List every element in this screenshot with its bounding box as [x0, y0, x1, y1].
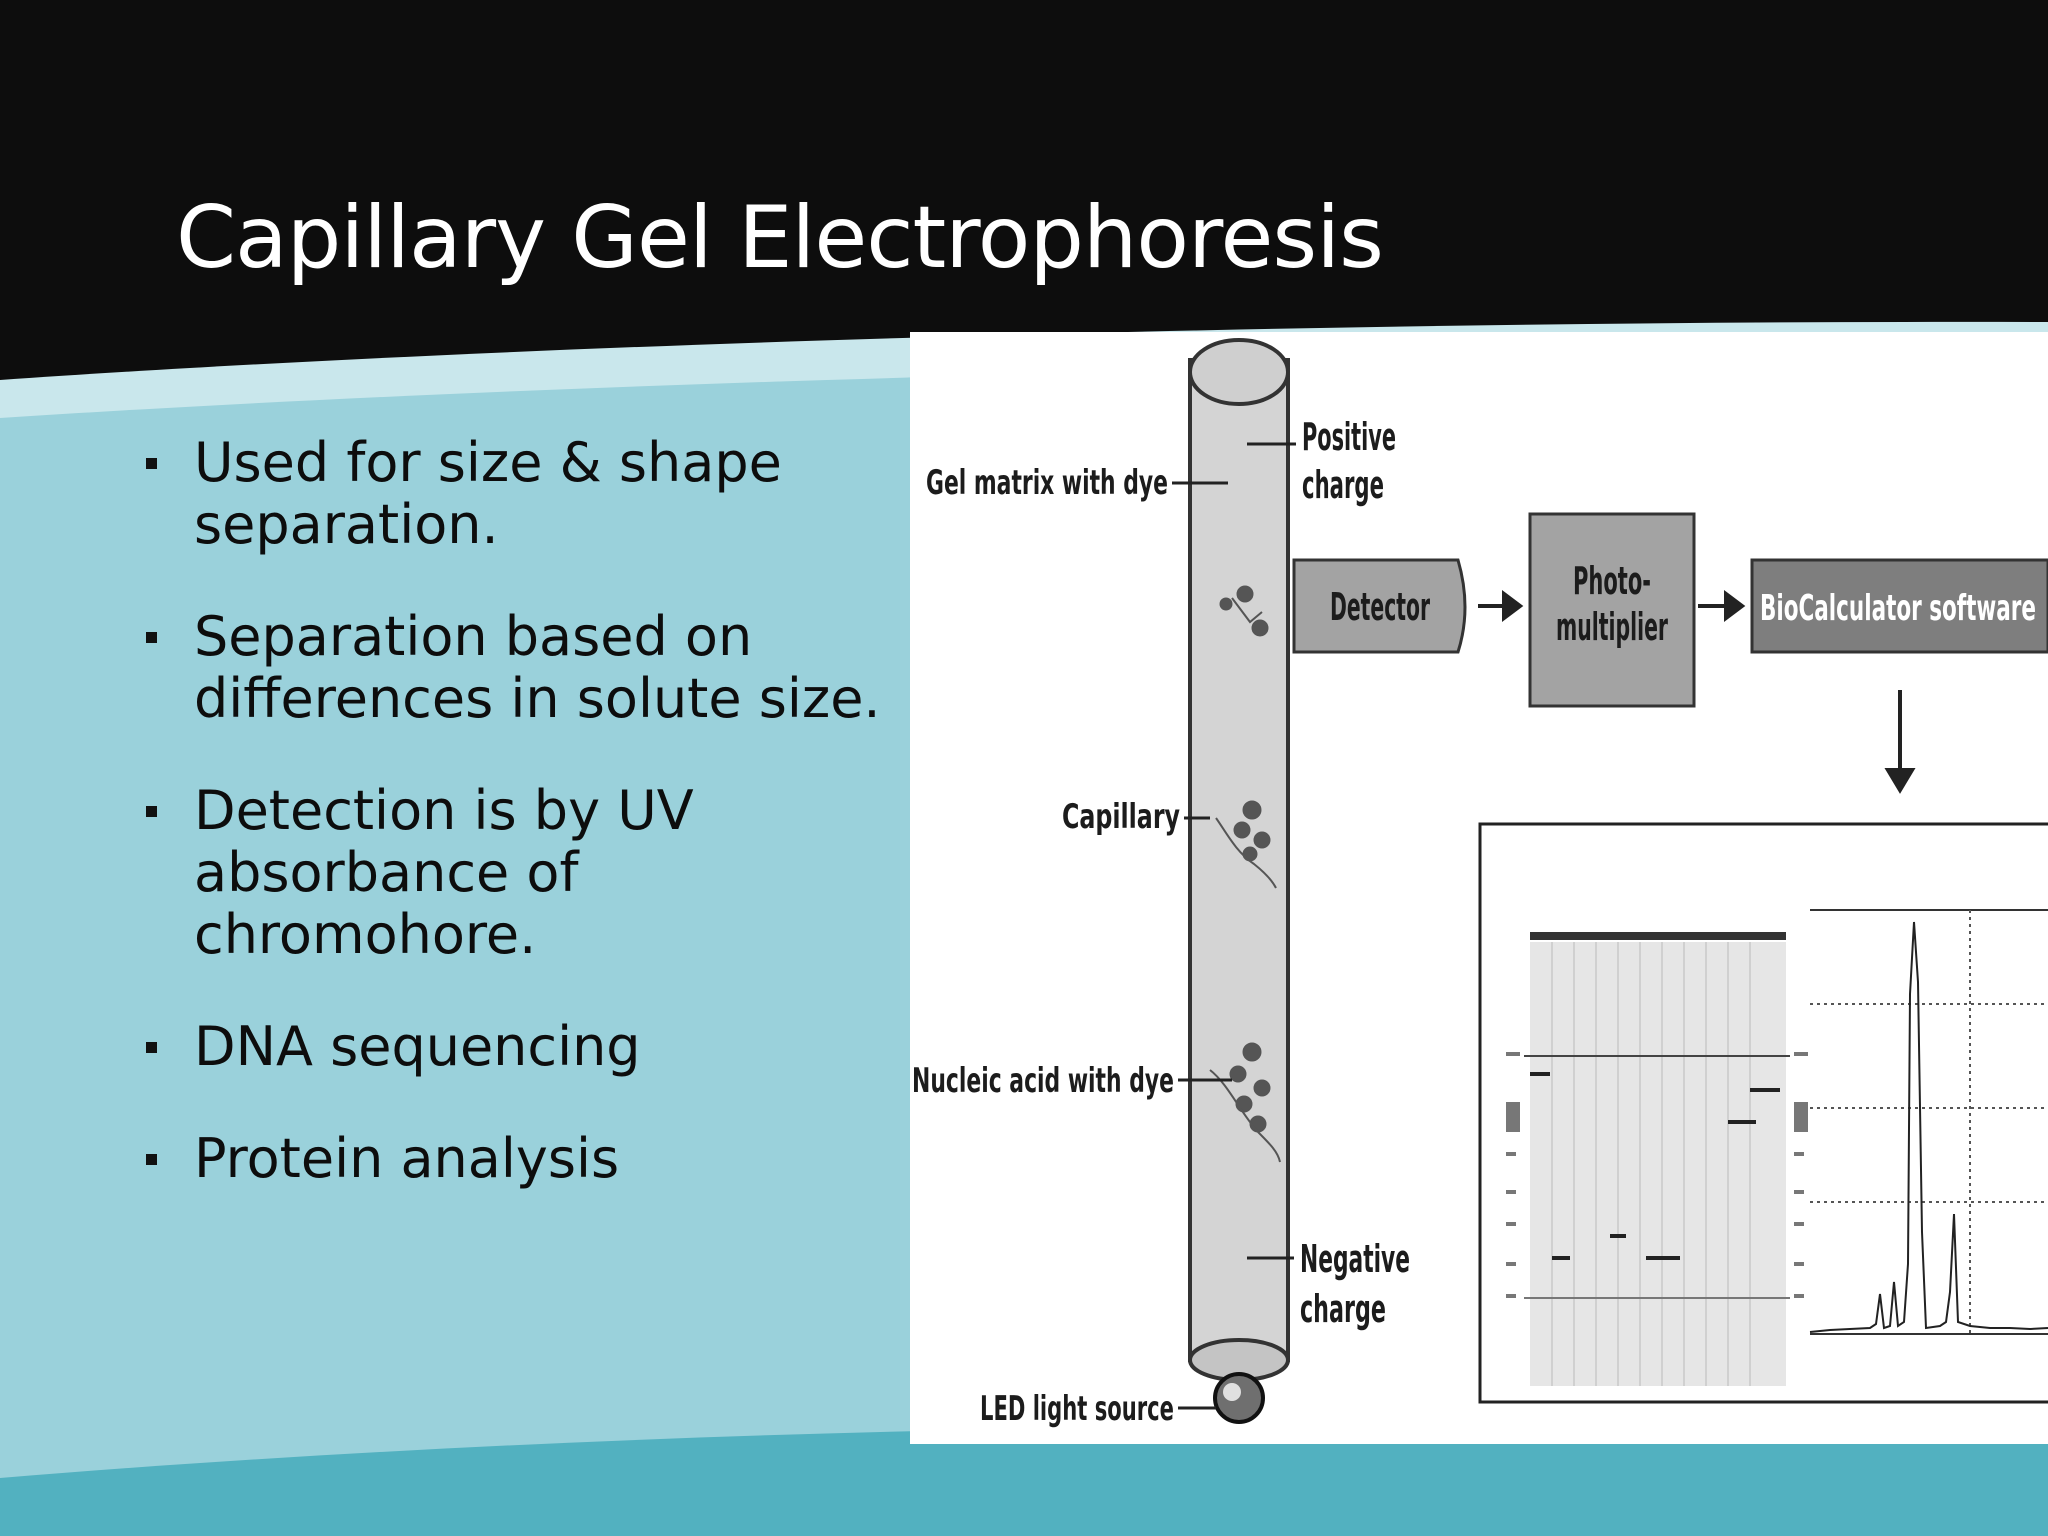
positive-charge-label-line2: charge	[1302, 463, 1384, 507]
bullet-marker-icon	[146, 1154, 157, 1165]
biocalculator-software-box	[1750, 558, 2048, 654]
capillary-top-opening	[1188, 338, 1290, 406]
led-highlight	[1223, 1383, 1241, 1401]
electropherogram-plot	[1809, 909, 2048, 1335]
gel-image	[1506, 932, 1808, 1386]
positive-charge-label-line1: Positive	[1302, 415, 1396, 459]
bullet-text: Protein analysis	[194, 1127, 620, 1190]
negative-charge-label-line1: Negative	[1300, 1237, 1410, 1281]
bullet-text: Separation based on differences in solut…	[194, 605, 881, 730]
molecule-cluster-lower	[1209, 1042, 1281, 1163]
bullet-list: Used for size & shape separation. Separa…	[140, 432, 910, 1240]
nucleic-acid-label: Nucleic acid with dye	[912, 1061, 1174, 1101]
bullet-marker-icon	[146, 458, 157, 469]
flow-arrows	[1478, 590, 1916, 794]
bullet-item: Used for size & shape separation.	[140, 432, 910, 556]
molecule-cluster-middle	[1215, 800, 1277, 889]
detector-box	[1292, 558, 1467, 654]
detector-label: Detector	[1330, 585, 1430, 629]
bullet-item: Separation based on differences in solut…	[140, 606, 910, 730]
bullet-text: Used for size & shape separation.	[194, 431, 782, 556]
slide-title: Capillary Gel Electrophoresis	[176, 188, 1384, 288]
capillary-electrophoresis-diagram: Gel matrix with dye Positive charge Capi…	[910, 332, 2048, 1444]
bullet-marker-icon	[146, 632, 157, 643]
bullet-item: Protein analysis	[140, 1128, 910, 1190]
led-light-source-label: LED light source	[980, 1389, 1174, 1429]
led-bulb-icon	[1213, 1372, 1265, 1424]
bullet-text: Detection is by UV absorbance of chromoh…	[194, 779, 694, 966]
photomultiplier-label-line1: Photo-	[1573, 559, 1651, 603]
photomultiplier-label-line2: multiplier	[1556, 605, 1668, 649]
bullet-marker-icon	[146, 1042, 157, 1053]
capillary-label: Capillary	[1062, 797, 1180, 837]
diagram-svg: Gel matrix with dye Positive charge Capi…	[912, 338, 2048, 1429]
leader-lines	[1172, 442, 1296, 1410]
capillary-tube	[1188, 358, 1290, 1362]
bullet-marker-icon	[146, 806, 157, 817]
bullet-item: Detection is by UV absorbance of chromoh…	[140, 780, 910, 966]
bullet-text: DNA sequencing	[194, 1015, 641, 1078]
gel-matrix-label: Gel matrix with dye	[926, 463, 1168, 503]
photomultiplier-box	[1528, 512, 1696, 708]
biocalculator-software-label: BioCalculator software	[1760, 588, 2036, 629]
negative-charge-label-line2: charge	[1300, 1287, 1386, 1331]
molecule-cluster-top	[1219, 585, 1269, 637]
bullet-item: DNA sequencing	[140, 1016, 910, 1078]
